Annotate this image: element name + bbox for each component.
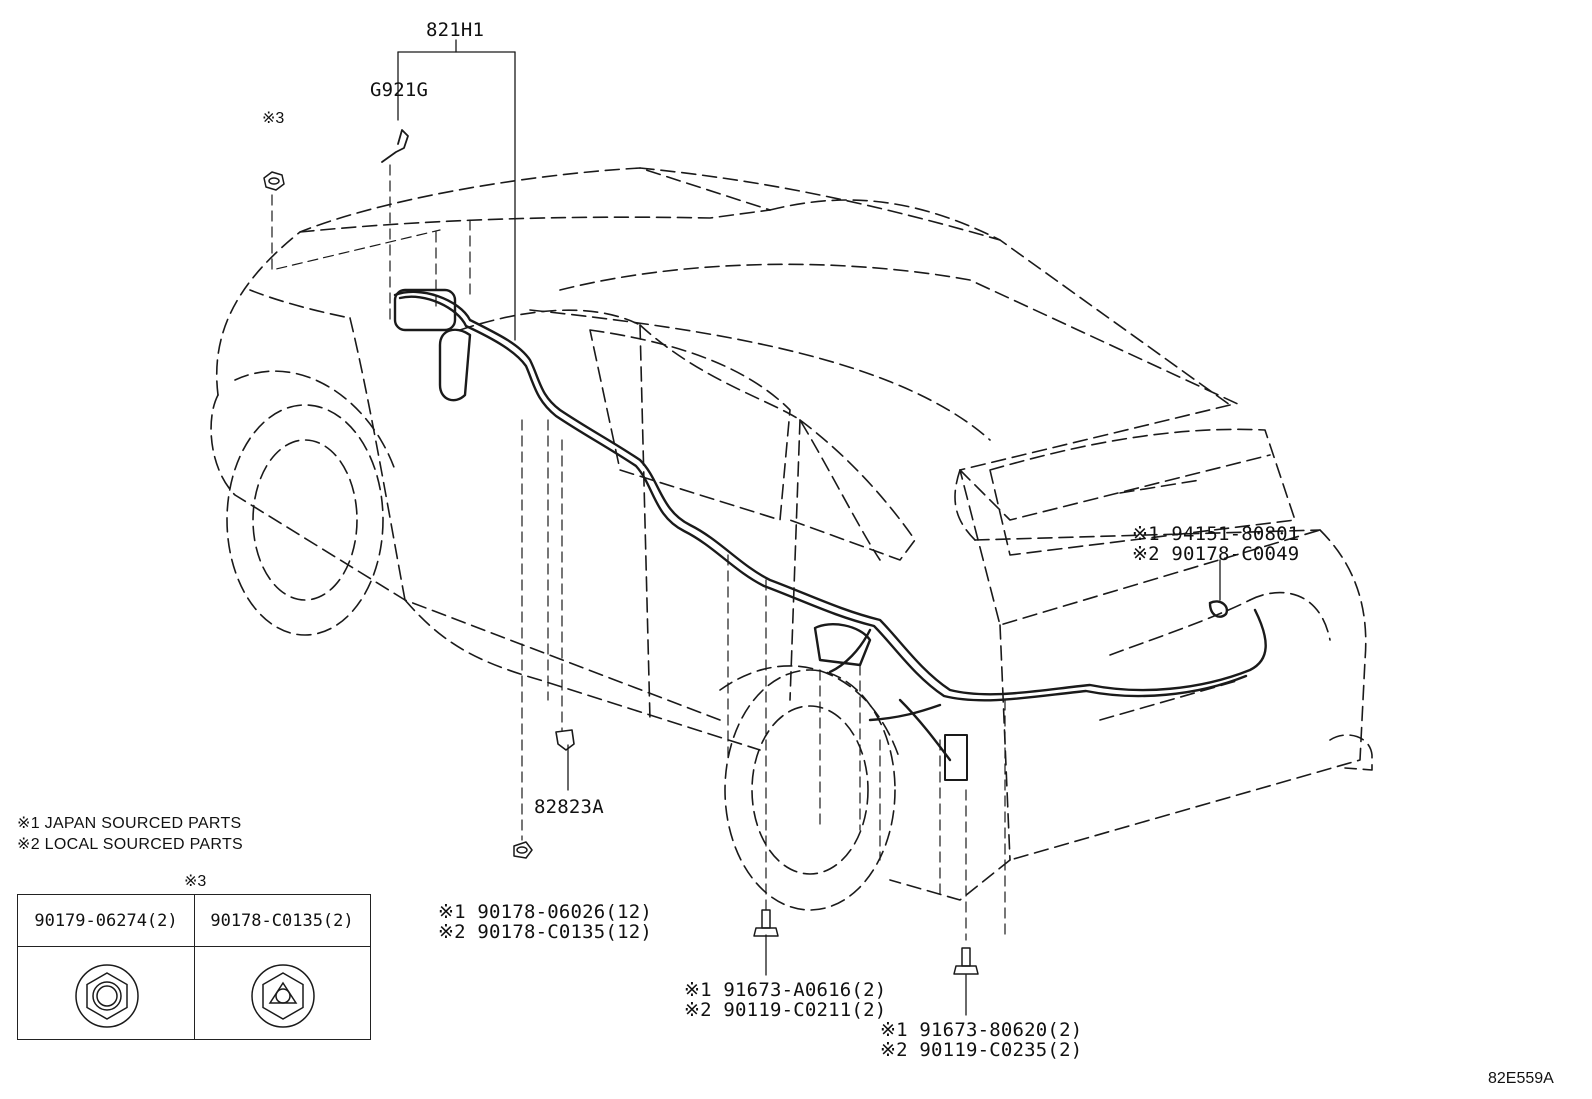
- hex-nut-icon: [75, 964, 139, 1028]
- vehicle-outline: [210, 167, 1373, 901]
- window-outlines: [589, 329, 1296, 561]
- legend-col1-header: 90179-06274(2): [18, 895, 194, 947]
- harness-g921g-label: G921G: [370, 79, 429, 101]
- rear-grommet-japan-part: ※1 94151-80801: [1132, 523, 1300, 545]
- clip-fastener-callout: ※1 90178-06026(12) ※2 90178-C0135(12): [438, 902, 652, 942]
- main-wire-harness: [393, 288, 1267, 781]
- legend-table: 90179-06274(2) 90178-C0135(2): [17, 894, 371, 1040]
- bolt-center-japan-part: ※1 91673-A0616(2): [684, 979, 887, 1001]
- dashed-leaders: [271, 164, 1006, 941]
- clip-fastener-japan-part: ※1 90178-06026(12): [438, 901, 652, 923]
- leader-lines: [397, 39, 1221, 1016]
- nut-note-mark: ※3: [262, 110, 285, 127]
- figure-id: 82E559A: [1488, 1070, 1554, 1087]
- clip-fastener-local-part: ※2 90178-C0135(12): [438, 921, 652, 943]
- rear-grommet-callout: ※1 94151-80801 ※2 90178-C0049: [1132, 524, 1299, 564]
- clip-82823a-label: 82823A: [534, 796, 604, 818]
- front-wheel: [226, 370, 396, 636]
- legend-table-mark: ※3: [184, 873, 207, 890]
- rear-wheel: [719, 665, 901, 911]
- bolt-right-callout: ※1 91673-80620(2) ※2 90119-C0235(2): [880, 1020, 1082, 1060]
- bolt-right-local-part: ※2 90119-C0235(2): [880, 1039, 1083, 1061]
- g921g-connector-part: [381, 129, 409, 163]
- clip-90178-part: [513, 841, 533, 859]
- note-japan-sourced: ※1 JAPAN SOURCED PARTS: [17, 815, 242, 832]
- clip-82823a-part: [555, 729, 575, 751]
- clip-nut-icon: [251, 964, 315, 1028]
- rear-grommet-local-part: ※2 90178-C0049: [1132, 543, 1300, 565]
- bolt-center-callout: ※1 91673-A0616(2) ※2 90119-C0211(2): [684, 980, 886, 1020]
- note-local-sourced: ※2 LOCAL SOURCED PARTS: [17, 836, 243, 853]
- bolt-right-part: [953, 947, 979, 975]
- bolt-right-japan-part: ※1 91673-80620(2): [880, 1019, 1083, 1041]
- harness-821h1-label: 821H1: [426, 19, 485, 41]
- bolt-center-local-part: ※2 90119-C0211(2): [684, 999, 887, 1021]
- bolt-center-part: [753, 909, 779, 937]
- nut-3-part: [263, 171, 285, 191]
- legend-col2-header: 90178-C0135(2): [194, 895, 370, 947]
- legend-divider: [194, 895, 195, 1039]
